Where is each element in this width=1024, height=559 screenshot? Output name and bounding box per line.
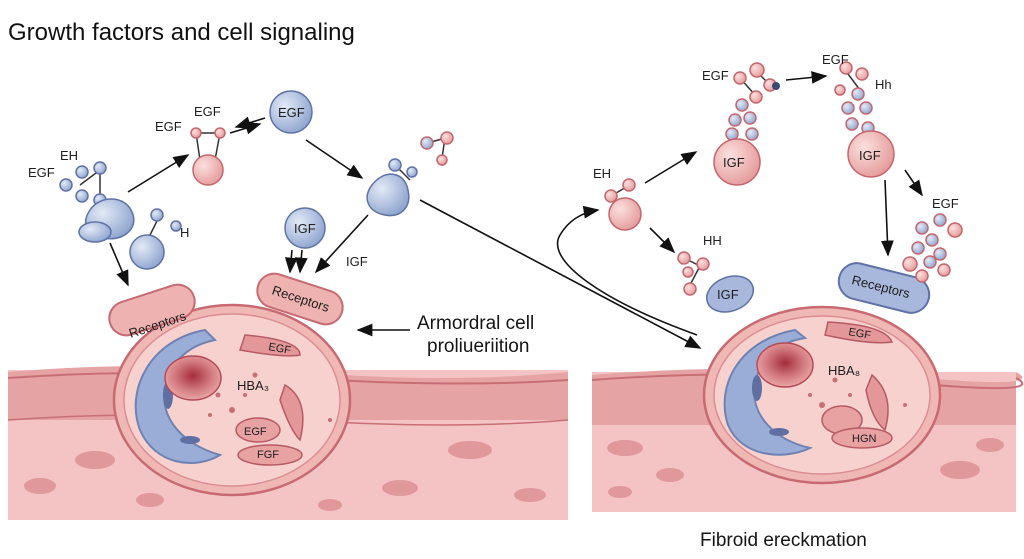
arrow-igf-to-egf <box>904 169 923 197</box>
label-cell-egf-top: EGF <box>267 341 292 357</box>
molecule-dark-node <box>772 82 780 90</box>
label-hh-right: HH <box>703 233 722 248</box>
label-egf-top-a: EGF <box>702 68 729 83</box>
label-igf-1: IGF <box>723 155 745 170</box>
right-cell <box>702 305 942 485</box>
label-igf-2: IGF <box>859 148 881 163</box>
arrow-igf-down-1 <box>284 249 298 274</box>
label-egf-left-a: EGF <box>28 165 55 180</box>
label-hh-top: Hh <box>875 77 892 92</box>
tissue-cells-left <box>24 441 546 511</box>
left-cell <box>112 303 352 497</box>
label-cell-egf-right: EGF <box>847 326 872 342</box>
tissue-cells-right <box>607 438 1004 498</box>
molecule-h-left <box>129 208 182 270</box>
caption-bottom: Fibroid ereckmation <box>700 530 867 551</box>
label-egf-top-b: EGF <box>822 52 849 67</box>
label-igf-side: IGF <box>346 254 368 269</box>
arrow-top-complex <box>785 71 828 84</box>
arrow-to-egf-ball <box>229 122 262 135</box>
label-cell-hba-left: HBA₃ <box>237 378 269 393</box>
arrow-to-receptors-1 <box>109 242 129 287</box>
molecule-blue-complex-mid <box>366 158 418 217</box>
molecule-egf-ball-left <box>269 90 313 134</box>
label-egf-left-c: EGF <box>194 104 221 119</box>
molecule-egf-pink-left <box>190 127 226 186</box>
label-egf-side-right: EGF <box>932 196 959 211</box>
label-igf-3: IGF <box>717 287 739 302</box>
caption-middle-line-1: Armordral cell <box>417 313 534 334</box>
receptor-left-2 <box>256 272 344 326</box>
label-cell-egf-bottom: EGF <box>244 426 267 438</box>
arrow-from-egf-ball <box>234 116 266 129</box>
label-egf-left-b: EGF <box>155 119 182 134</box>
label-cell-fgf: FGF <box>257 449 279 461</box>
molecule-egf-complex-left <box>59 161 135 243</box>
nucleus-left <box>164 355 222 401</box>
nucleus-right <box>756 342 814 388</box>
label-cell-hgn: HGN <box>852 433 877 445</box>
arrows <box>109 71 923 349</box>
arrow-igf-to-receptors <box>881 179 894 257</box>
molecule-small-pink-top <box>420 131 454 166</box>
molecule-igf-ball-left <box>284 207 326 249</box>
arrow-egf-to-complex-mid <box>305 139 364 179</box>
label-eh-right: EH <box>593 166 611 181</box>
arrow-igf-down-2 <box>294 249 308 274</box>
molecule-top-right-complex <box>834 61 875 135</box>
caption-middle-line-2: proliueriition <box>427 336 529 357</box>
diagram-title: Growth factors and cell signaling <box>8 19 355 46</box>
arrow-long-to-right-cell <box>419 199 702 349</box>
arrow-complex-to-receptors <box>314 214 369 274</box>
label-h-left: H <box>180 225 189 240</box>
arrow-eh-to-hh <box>649 227 676 254</box>
molecule-top-left-complex <box>725 62 777 141</box>
molecule-igf-ellipse-right <box>705 275 755 313</box>
arrow-eh-to-igf <box>644 151 698 184</box>
arrow-egf-to-complex <box>127 154 190 193</box>
molecule-hh-right <box>677 251 710 296</box>
receptor-right <box>837 262 931 314</box>
molecule-igf-ball-2 <box>847 130 895 178</box>
molecule-igf-ball-1 <box>713 138 761 186</box>
label-cell-hba-right: HBA₈ <box>828 363 860 378</box>
label-igf-node: IGF <box>294 221 316 236</box>
arrow-curve-to-eh <box>556 205 698 336</box>
molecule-eh-right <box>604 178 642 231</box>
molecule-egf-side-right <box>902 213 963 283</box>
label-eh-left: EH <box>60 148 78 163</box>
label-egf-node: EGF <box>278 105 305 120</box>
receptor-left-1 <box>108 283 196 337</box>
